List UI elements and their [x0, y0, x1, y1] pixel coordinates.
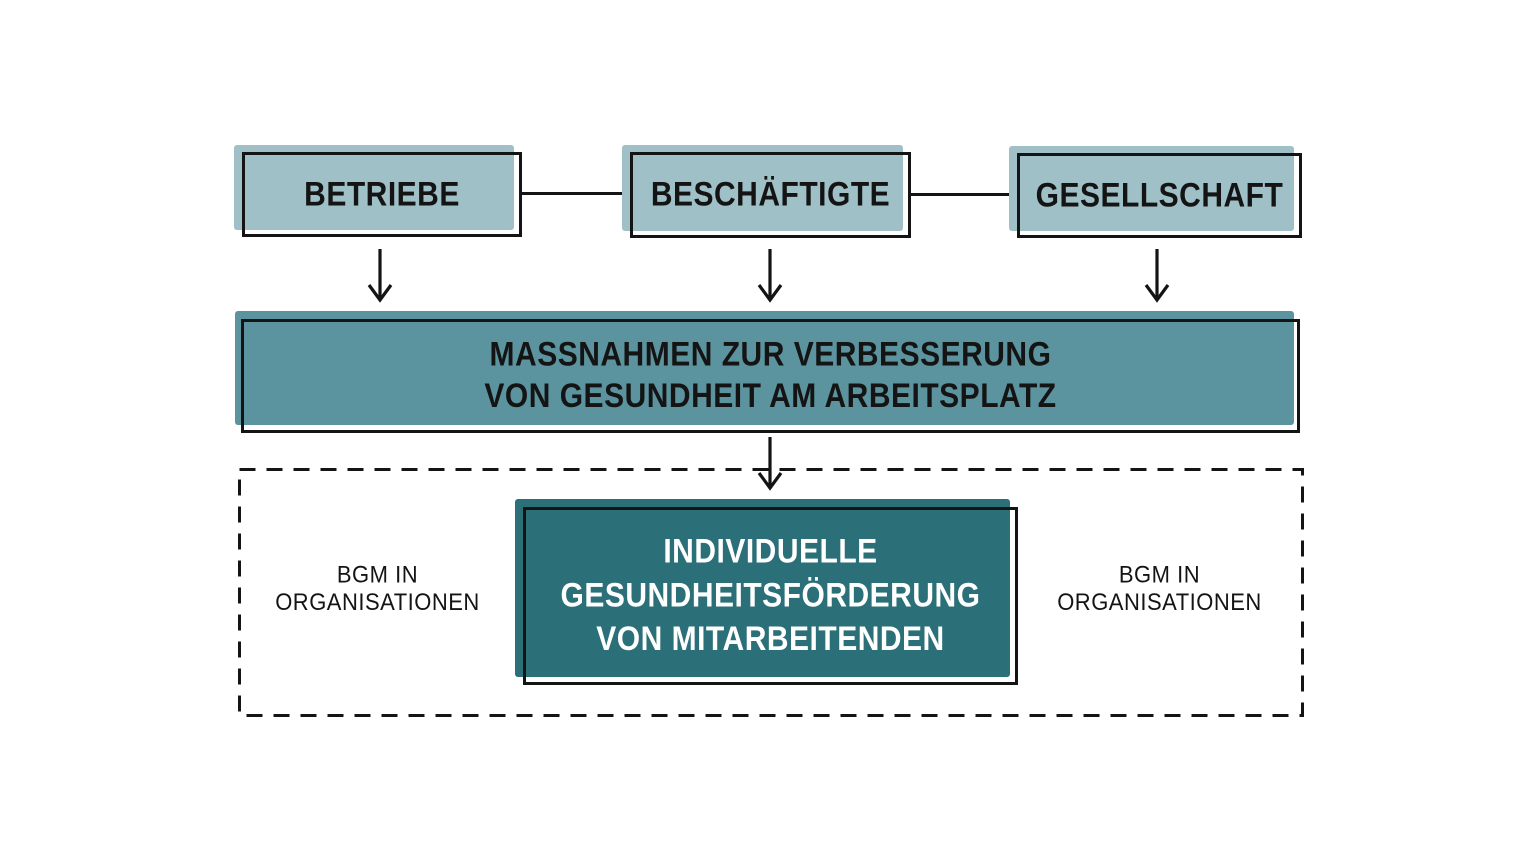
- box-massnahmen-label: MASSNAHMEN ZUR VERBESSERUNG VON GESUNDHE…: [484, 335, 1056, 418]
- box-gesellschaft-label: GESELLSCHAFT: [1035, 175, 1284, 214]
- box-massnahmen: MASSNAHMEN ZUR VERBESSERUNG VON GESUNDHE…: [235, 311, 1300, 433]
- box-betriebe-frame: BETRIEBE: [242, 152, 522, 237]
- box-massnahmen-frame: MASSNAHMEN ZUR VERBESSERUNG VON GESUNDHE…: [241, 319, 1300, 433]
- box-betriebe: BETRIEBE: [234, 145, 522, 237]
- side-label-left-line2: ORGANISATIONEN: [275, 588, 480, 616]
- box-massnahmen-fill: [235, 311, 1294, 425]
- box-beschaeftigte: BESCHÄFTIGTE: [622, 145, 911, 238]
- side-label-right: BGM IN ORGANISATIONEN: [1037, 561, 1282, 616]
- arrow-down-icon: [757, 249, 783, 303]
- box-individuelle-gesundheitsfoerderung: INDIVIDUELLE GESUNDHEITSFÖRDERUNG VON MI…: [515, 499, 1018, 685]
- side-label-left-line1: BGM IN: [336, 560, 419, 589]
- box-gesellschaft-frame: GESELLSCHAFT: [1017, 153, 1302, 238]
- box-gesellschaft-fill: [1009, 146, 1294, 231]
- box-individuelle-line3: VON MITARBEITENDEN: [596, 620, 945, 659]
- box-individuelle-frame: INDIVIDUELLE GESUNDHEITSFÖRDERUNG VON MI…: [523, 507, 1018, 685]
- box-betriebe-fill: [234, 145, 514, 230]
- box-beschaeftigte-frame: BESCHÄFTIGTE: [630, 152, 911, 238]
- arrow-down-icon: [757, 437, 783, 491]
- box-betriebe-label: BETRIEBE: [304, 174, 460, 213]
- connector-line-right: [909, 193, 1019, 196]
- box-gesellschaft: GESELLSCHAFT: [1009, 146, 1302, 238]
- box-individuelle-label: INDIVIDUELLE GESUNDHEITSFÖRDERUNG VON MI…: [560, 530, 980, 661]
- side-label-right-line1: BGM IN: [1118, 560, 1201, 589]
- dashed-container: [238, 468, 1304, 717]
- box-massnahmen-line1: MASSNAHMEN ZUR VERBESSERUNG: [489, 335, 1052, 374]
- box-individuelle-line1: INDIVIDUELLE: [663, 532, 878, 571]
- side-label-left: BGM IN ORGANISATIONEN: [255, 561, 500, 616]
- arrow-down-icon: [367, 249, 393, 303]
- box-beschaeftigte-label: BESCHÄFTIGTE: [650, 175, 891, 214]
- box-individuelle-line2: GESUNDHEITSFÖRDERUNG: [560, 576, 981, 615]
- connector-line-left: [521, 192, 631, 195]
- box-beschaeftigte-fill: [622, 145, 903, 231]
- side-label-right-line2: ORGANISATIONEN: [1057, 588, 1262, 616]
- box-individuelle-fill: [515, 499, 1010, 677]
- arrow-down-icon: [1144, 249, 1170, 303]
- box-massnahmen-line2: VON GESUNDHEIT AM ARBEITSPLATZ: [484, 377, 1057, 416]
